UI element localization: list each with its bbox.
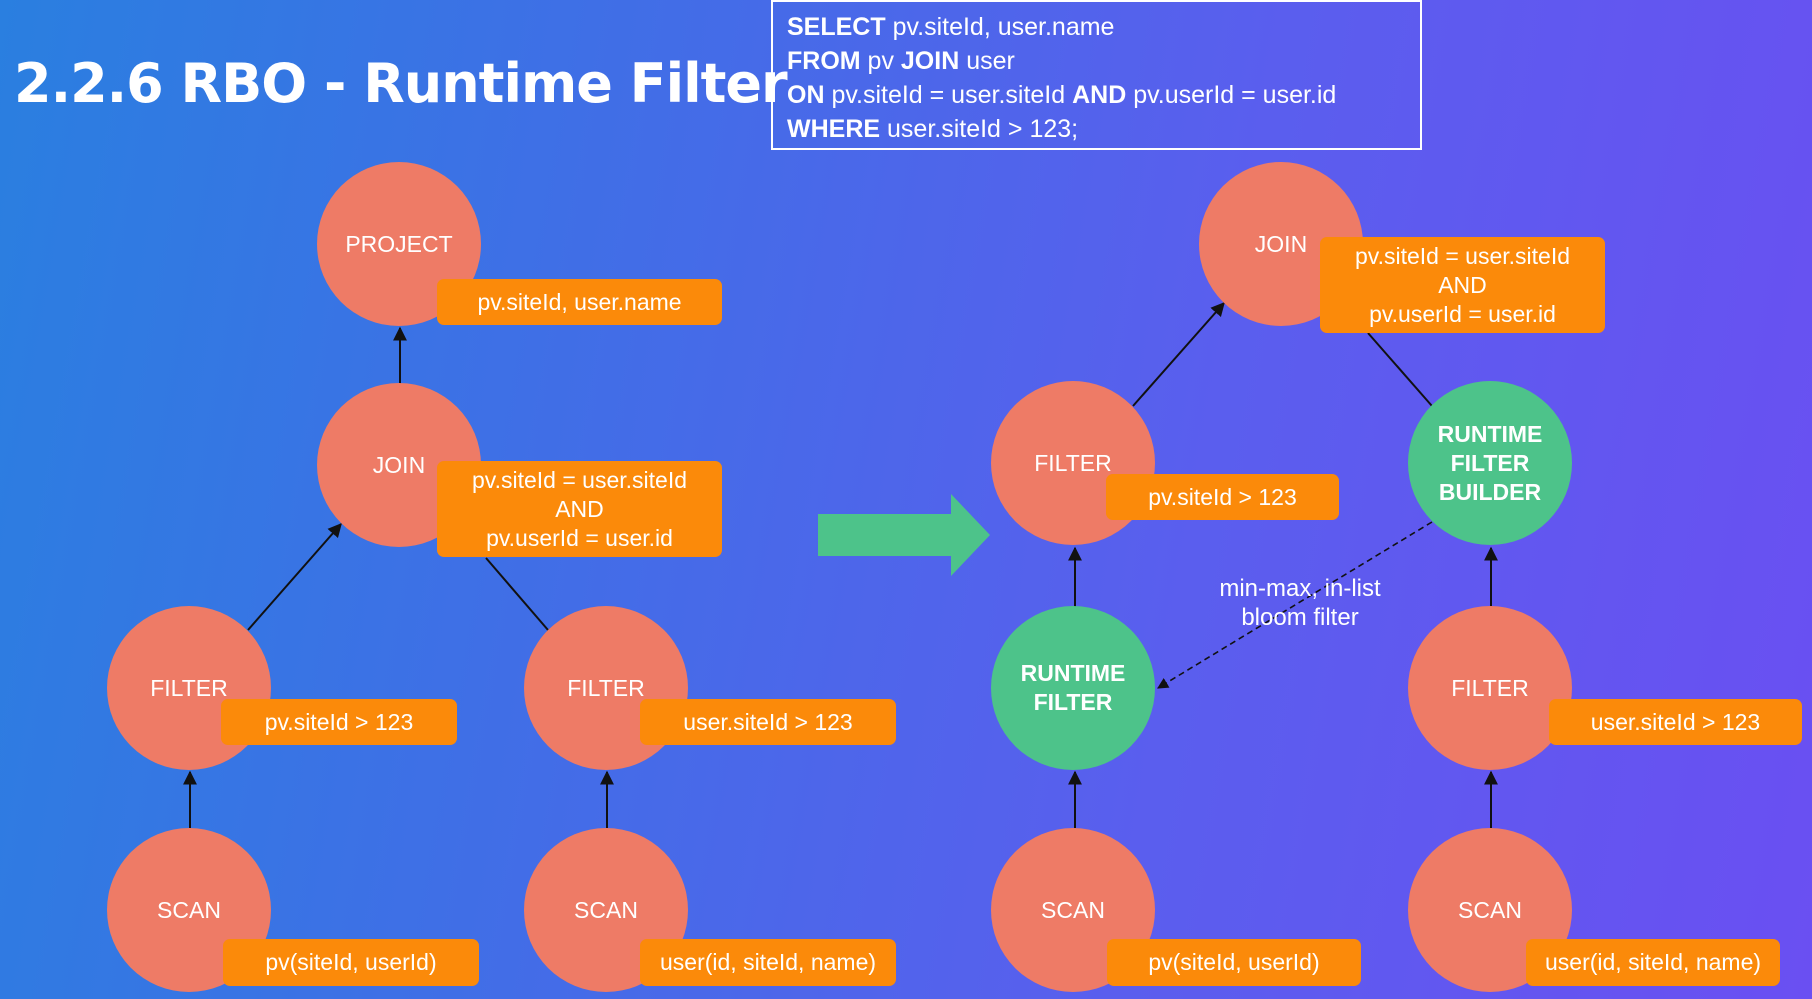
- scan-user-tag: user(id, siteId, name): [640, 939, 896, 986]
- sql-text: pv.siteId = user.siteId: [824, 81, 1073, 109]
- edge-join-builder: [1367, 332, 1433, 407]
- filter-user-node: FILTER: [1408, 606, 1572, 770]
- filter-user-tag: user.siteId > 123: [640, 699, 896, 745]
- sql-line-on: ON pv.siteId = user.siteId AND pv.userId…: [787, 78, 1406, 112]
- tag-text: AND: [555, 495, 604, 522]
- node-label: SCAN: [1458, 896, 1522, 923]
- sql-text: pv.userId = user.id: [1126, 81, 1337, 109]
- tag-text: pv.siteId > 123: [1148, 483, 1297, 510]
- filter-pv-node: FILTER: [991, 381, 1155, 545]
- filter-pv-tag: pv.siteId > 123: [1106, 474, 1339, 520]
- node-label: JOIN: [1254, 230, 1308, 257]
- tag-text: user.siteId > 123: [683, 708, 853, 735]
- node-label: FILTER: [567, 674, 645, 701]
- tag-text: pv(siteId, userId): [265, 949, 437, 975]
- tag-text: pv(siteId, userId): [1148, 949, 1320, 975]
- edge-filter-join: [247, 522, 342, 631]
- node-label: SCAN: [157, 896, 221, 923]
- tag-text: pv.userId = user.id: [486, 524, 673, 551]
- sql-text: user: [959, 47, 1015, 75]
- annotation-line: bloom filter: [1241, 604, 1359, 631]
- sql-text: pv.siteId, user.name: [885, 13, 1115, 41]
- tag-text: AND: [1438, 271, 1487, 298]
- edge-filter-join: [1132, 301, 1225, 407]
- node-label: SCAN: [574, 896, 638, 923]
- filter-pv-node: FILTER: [107, 606, 271, 770]
- filter-user-tag: user.siteId > 123: [1549, 699, 1802, 745]
- sql-line-from: FROM pv JOIN user: [787, 44, 1406, 78]
- edge-join-filter-right: [485, 557, 549, 631]
- node-label: FILTER: [1034, 449, 1112, 476]
- node-label: RUNTIME: [1437, 420, 1543, 447]
- scan-user-tag: user(id, siteId, name): [1526, 939, 1780, 986]
- tag-text: pv.siteId = user.siteId: [472, 466, 687, 493]
- filter-user-node: FILTER: [524, 606, 688, 770]
- runtime-filter-types-label: min-max, in-list bloom filter: [1190, 574, 1410, 632]
- scan-pv-tag: pv(siteId, userId): [1107, 939, 1361, 986]
- sql-line-select: SELECT pv.siteId, user.name: [787, 10, 1406, 44]
- tag-text: pv.siteId = user.siteId: [1355, 242, 1570, 269]
- project-columns-tag: pv.siteId, user.name: [437, 279, 722, 325]
- node-label: BUILDER: [1438, 478, 1542, 505]
- tag-text: pv.siteId, user.name: [477, 288, 682, 315]
- join-condition-tag: pv.siteId = user.siteId AND pv.userId = …: [437, 461, 722, 557]
- node-label: FILTER: [1033, 689, 1113, 715]
- slide-title: 2.2.6 RBO - Runtime Filter: [14, 52, 788, 115]
- sql-keyword: JOIN: [900, 47, 960, 75]
- sql-text: pv: [860, 47, 901, 75]
- scan-pv-tag: pv(siteId, userId): [223, 939, 479, 986]
- tag-text: user(id, siteId, name): [659, 949, 877, 975]
- sql-keyword: FROM: [787, 47, 861, 75]
- sql-text: user.siteId > 123;: [880, 115, 1079, 143]
- node-label: RUNTIME: [1020, 660, 1126, 686]
- annotation-line: min-max, in-list: [1219, 575, 1381, 602]
- runtime-filter-builder-node: RUNTIME FILTER BUILDER: [1408, 381, 1572, 545]
- sql-keyword: WHERE: [787, 115, 881, 143]
- filter-pv-tag: pv.siteId > 123: [221, 699, 457, 745]
- tag-text: user(id, siteId, name): [1544, 949, 1762, 975]
- node-label: FILTER: [1450, 449, 1530, 476]
- runtime-filter-node: RUNTIME FILTER: [991, 606, 1155, 770]
- node-label: PROJECT: [345, 230, 453, 257]
- node-label: JOIN: [372, 451, 426, 478]
- transform-arrow: [818, 494, 990, 576]
- node-label: FILTER: [150, 674, 228, 701]
- sql-line-where: WHERE user.siteId > 123;: [787, 112, 1406, 146]
- join-condition-tag: pv.siteId = user.siteId AND pv.userId = …: [1320, 237, 1605, 333]
- sql-keyword: AND: [1072, 81, 1127, 109]
- node-label: FILTER: [1451, 674, 1529, 701]
- sql-keyword: SELECT: [787, 13, 886, 41]
- tag-text: user.siteId > 123: [1590, 708, 1761, 735]
- sql-keyword: ON: [787, 81, 825, 109]
- tag-text: pv.userId = user.id: [1369, 300, 1556, 327]
- edge-builder-runtime-filter: [1157, 521, 1433, 689]
- sql-query-box: SELECT pv.siteId, user.name FROM pv JOIN…: [771, 0, 1422, 150]
- tag-text: pv.siteId > 123: [264, 708, 414, 735]
- node-label: SCAN: [1041, 896, 1105, 923]
